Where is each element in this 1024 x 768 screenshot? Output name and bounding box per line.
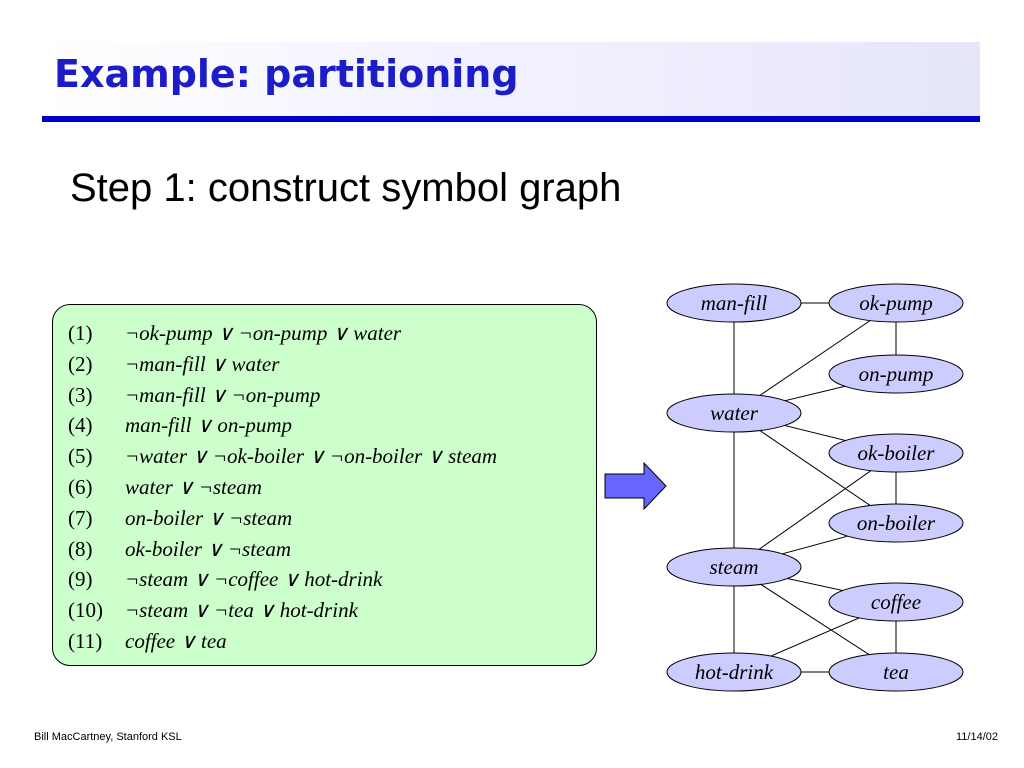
- edge-ok-pump-water: [733, 302, 897, 414]
- node-ellipse: [666, 393, 802, 433]
- node-label: hot-drink: [695, 660, 774, 684]
- clause-number: (5): [68, 444, 93, 469]
- clause-number: (6): [68, 474, 93, 499]
- clause-text: ¬ok-pump ∨ ¬on-pump ∨ water: [125, 321, 402, 345]
- clause-text: ok-boiler ∨ ¬steam: [125, 536, 292, 561]
- node-label: man-fill: [701, 291, 768, 315]
- node-water: water: [666, 393, 802, 433]
- node-man-fill: man-fill: [666, 283, 802, 323]
- node-hot-drink: hot-drink: [666, 652, 802, 692]
- node-ellipse: [828, 354, 964, 394]
- node-ok-boiler: ok-boiler: [828, 433, 964, 473]
- node-label: coffee: [871, 590, 921, 614]
- node-on-pump: on-pump: [828, 354, 964, 394]
- clause-number: (1): [68, 321, 93, 345]
- clause-text: ¬man-fill ∨ ¬on-pump: [125, 382, 321, 407]
- node-steam: steam: [666, 547, 802, 587]
- clause-number: (2): [68, 351, 93, 376]
- clause-number: (4): [68, 413, 93, 438]
- node-ellipse: [828, 433, 964, 473]
- edge-ok-boiler-steam: [733, 452, 897, 568]
- node-label: steam: [710, 555, 759, 579]
- title-rule: [42, 116, 980, 122]
- node-tea: tea: [828, 652, 964, 692]
- clause-number: (7): [68, 505, 93, 530]
- clause-text: coffee ∨ tea: [125, 628, 227, 653]
- clause-text: ¬steam ∨ ¬coffee ∨ hot-drink: [125, 567, 383, 592]
- footer-author: Bill MacCartney, Stanford KSL: [34, 731, 182, 743]
- clause-number: (9): [68, 567, 93, 592]
- node-ellipse: [828, 283, 964, 323]
- graph-nodes: man-fill ok-pump on-pump water ok-boiler on-b…: [666, 283, 964, 692]
- node-label: ok-boiler: [858, 441, 936, 465]
- title-band: [42, 42, 980, 116]
- clause-text: ¬steam ∨ ¬tea ∨ hot-drink: [125, 598, 358, 623]
- node-on-boiler: on-boiler: [828, 503, 964, 543]
- slide-title: Example: partitioning: [54, 52, 519, 96]
- node-label: tea: [883, 660, 909, 684]
- node-ellipse: [666, 652, 802, 692]
- clause-number: (11): [68, 628, 103, 653]
- edge-water-on-boiler: [733, 412, 897, 524]
- clause-text: water ∨ ¬steam: [125, 474, 262, 499]
- clause-number: (8): [68, 536, 93, 561]
- node-ok-pump: ok-pump: [828, 283, 964, 323]
- clause-text: ¬water ∨ ¬ok-boiler ∨ ¬on-boiler ∨ steam: [125, 444, 498, 469]
- clause-number: (10): [68, 598, 103, 623]
- node-label: water: [710, 401, 759, 425]
- node-label: on-pump: [859, 362, 934, 386]
- right-arrow-icon: [604, 462, 667, 510]
- clause-text: ¬man-fill ∨ water: [125, 351, 280, 376]
- clause-box: [52, 304, 597, 666]
- node-ellipse: [828, 652, 964, 692]
- node-label: on-boiler: [857, 511, 936, 535]
- node-ellipse: [666, 547, 802, 587]
- node-ellipse: [828, 503, 964, 543]
- footer-date: 11/14/02: [955, 731, 998, 743]
- node-coffee: coffee: [828, 582, 964, 622]
- slide-subtitle: Step 1: construct symbol graph: [70, 166, 622, 210]
- clause-text: on-boiler ∨ ¬steam: [125, 505, 293, 530]
- node-ellipse: [828, 582, 964, 622]
- node-label: ok-pump: [859, 291, 932, 315]
- clause-number: (3): [68, 382, 93, 407]
- clause-text: man-fill ∨ on-pump: [125, 413, 293, 438]
- node-ellipse: [666, 283, 802, 323]
